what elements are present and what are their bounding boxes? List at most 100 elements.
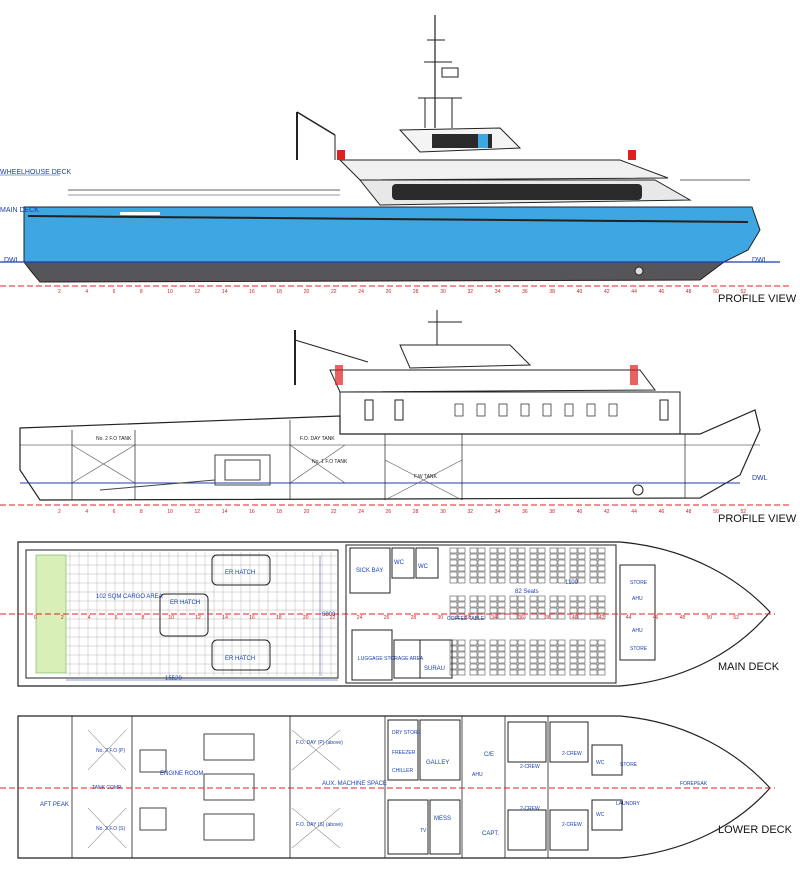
passenger-seat [529, 651, 538, 658]
passenger-seat [549, 607, 558, 614]
passenger-seat [577, 559, 586, 566]
passenger-seat [597, 657, 606, 664]
passenger-seat [449, 547, 458, 554]
passenger-seat [449, 639, 458, 646]
passenger-seat [489, 645, 498, 652]
passenger-seat [537, 559, 546, 566]
frame-number: 50 [713, 509, 719, 515]
main-deck-plan: 102 SQM CARGO AREA ER HATCH ER HATCH ER … [0, 541, 775, 687]
passenger-seat [489, 601, 498, 608]
frame-number: 38 [545, 615, 551, 621]
passenger-seat [537, 601, 546, 608]
frame-number: 42 [599, 615, 605, 621]
passenger-seat [517, 607, 526, 614]
capt-cabin: CAPT. [482, 831, 499, 837]
passenger-seat [509, 559, 518, 566]
store-1: STORE [630, 580, 648, 586]
frame-number: 32 [468, 289, 474, 295]
passenger-seat [477, 595, 486, 602]
passenger-seat [449, 559, 458, 566]
frame-number: 40 [577, 289, 583, 295]
chiller: CHILLER [392, 768, 414, 774]
frame-number: 10 [167, 509, 173, 515]
dim-width: 6800 [322, 612, 336, 618]
frame-number: 36 [522, 289, 528, 295]
passenger-seat [449, 577, 458, 584]
passenger-seat [569, 553, 578, 560]
frame-number: 22 [330, 615, 336, 621]
passenger-seat [529, 553, 538, 560]
frame-number: 48 [686, 289, 692, 295]
lower-ahu: AHU [472, 772, 483, 778]
passenger-seat [477, 651, 486, 658]
passenger-seat [489, 559, 498, 566]
passenger-seat [549, 639, 558, 646]
passenger-seat [509, 571, 518, 578]
passenger-seat [549, 571, 558, 578]
seat-profile [498, 403, 508, 417]
passenger-seat [509, 651, 518, 658]
passenger-seat [457, 547, 466, 554]
passenger-seat [489, 639, 498, 646]
passenger-seat [589, 595, 598, 602]
profile-view-section: No. 2 F.O TANK F.O. DAY TANK No. 1 F.O T… [0, 310, 790, 515]
passenger-seat [549, 565, 558, 572]
passenger-seat [549, 657, 558, 664]
coffee-table: COFFEE TABLE [447, 616, 485, 622]
seat-profile [454, 403, 464, 417]
frame-number: 34 [495, 509, 501, 515]
fo-day-tank-label: F.O. DAY TANK [300, 436, 335, 442]
ahu-2: AHU [632, 628, 643, 634]
frame-number: 2 [58, 509, 61, 515]
passenger-seat [557, 601, 566, 608]
passenger-seat [597, 607, 606, 614]
passenger-seat [597, 571, 606, 578]
passenger-seat [457, 657, 466, 664]
passenger-seat [469, 571, 478, 578]
passenger-seat [569, 645, 578, 652]
frame-number: 18 [276, 615, 282, 621]
passenger-seat [529, 607, 538, 614]
frame-number: 16 [249, 289, 255, 295]
passenger-seat [489, 669, 498, 676]
frame-number: 40 [577, 509, 583, 515]
frame-number: 38 [549, 289, 555, 295]
passenger-seat [549, 595, 558, 602]
passenger-seat [517, 613, 526, 620]
passenger-seat [509, 577, 518, 584]
tank-comp: TANK COMP. [92, 785, 122, 791]
passenger-seat [529, 601, 538, 608]
passenger-seat [497, 657, 506, 664]
passenger-seat [497, 601, 506, 608]
seat-row [454, 403, 618, 417]
seat-profile [608, 403, 618, 417]
passenger-seat [529, 669, 538, 676]
passenger-seat [569, 577, 578, 584]
passenger-seat [469, 565, 478, 572]
passenger-seat [469, 639, 478, 646]
passenger-seat [509, 553, 518, 560]
seat-profile [520, 403, 530, 417]
passenger-seat [509, 645, 518, 652]
passenger-seat [557, 571, 566, 578]
passenger-seat [557, 663, 566, 670]
seat-profile [586, 403, 596, 417]
passenger-seat [469, 669, 478, 676]
passenger-seat [477, 571, 486, 578]
passenger-seat [577, 571, 586, 578]
passenger-seat [537, 657, 546, 664]
passenger-seat [449, 571, 458, 578]
crew-cabin-2: 2-CREW [562, 751, 582, 757]
passenger-seat [549, 547, 558, 554]
ce-cabin: C/E [484, 752, 494, 758]
er-hatch-upper: ER HATCH [225, 570, 255, 576]
passenger-seat [489, 547, 498, 554]
passenger-seat [597, 565, 606, 572]
passenger-seat [569, 663, 578, 670]
passenger-seat [577, 663, 586, 670]
passenger-seat [469, 645, 478, 652]
frame-number: 2 [58, 289, 61, 295]
